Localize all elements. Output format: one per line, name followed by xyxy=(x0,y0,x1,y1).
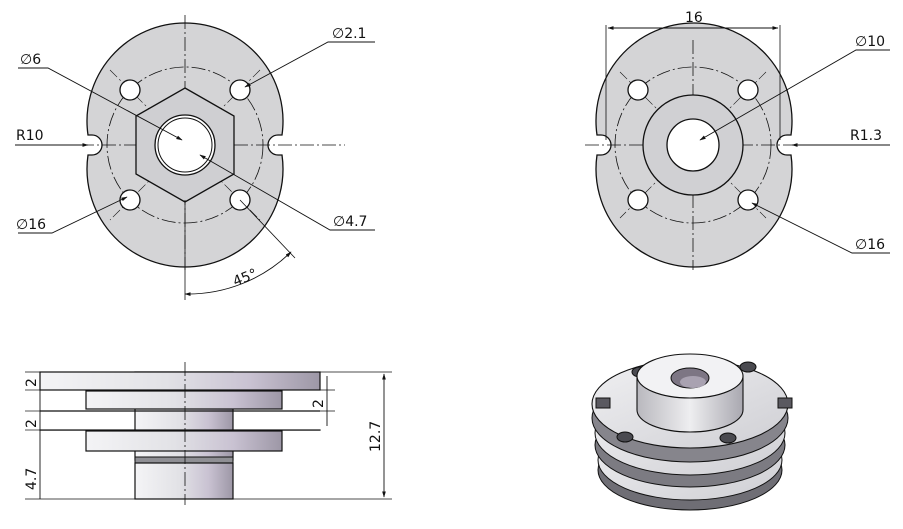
side-view: 2 2 4.7 2 12.7 xyxy=(24,362,392,505)
front-label-bore: ∅4.7 xyxy=(333,214,367,230)
side-label-gap: 2 xyxy=(311,399,327,408)
side-label-flange-top: 2 xyxy=(24,378,40,387)
side-label-base: 4.7 xyxy=(24,468,40,490)
flange-mid xyxy=(85,390,283,410)
rear-label-pcd: ∅16 xyxy=(855,237,885,253)
isometric-view xyxy=(591,353,793,511)
rear-label-slot-radius: R1.3 xyxy=(850,128,882,144)
hole-1 xyxy=(119,79,141,101)
front-label-hole-small: ∅2.1 xyxy=(332,26,366,42)
rear-view: 16 ∅10 R1.3 ∅16 xyxy=(585,10,890,270)
front-label-bore-hex: ∅6 xyxy=(20,52,41,68)
hole-3 xyxy=(119,189,141,211)
front-label-pcd: ∅16 xyxy=(16,217,46,233)
rear-bore xyxy=(666,118,720,172)
flange-top xyxy=(39,371,321,391)
side-base xyxy=(134,462,234,500)
rear-label-hub: ∅10 xyxy=(855,34,885,50)
front-label-radius: R10 xyxy=(16,128,44,144)
front-label-angle: 45° xyxy=(231,266,260,290)
hole-2 xyxy=(229,79,251,101)
flange-bottom xyxy=(85,430,283,452)
front-view: ∅2.1 ∅6 R10 ∅16 ∅4.7 45° xyxy=(15,15,375,300)
front-bore xyxy=(154,114,216,176)
rear-label-width: 16 xyxy=(685,10,703,26)
side-label-flange-mid: 2 xyxy=(24,419,40,428)
side-label-overall: 12.7 xyxy=(368,421,384,452)
